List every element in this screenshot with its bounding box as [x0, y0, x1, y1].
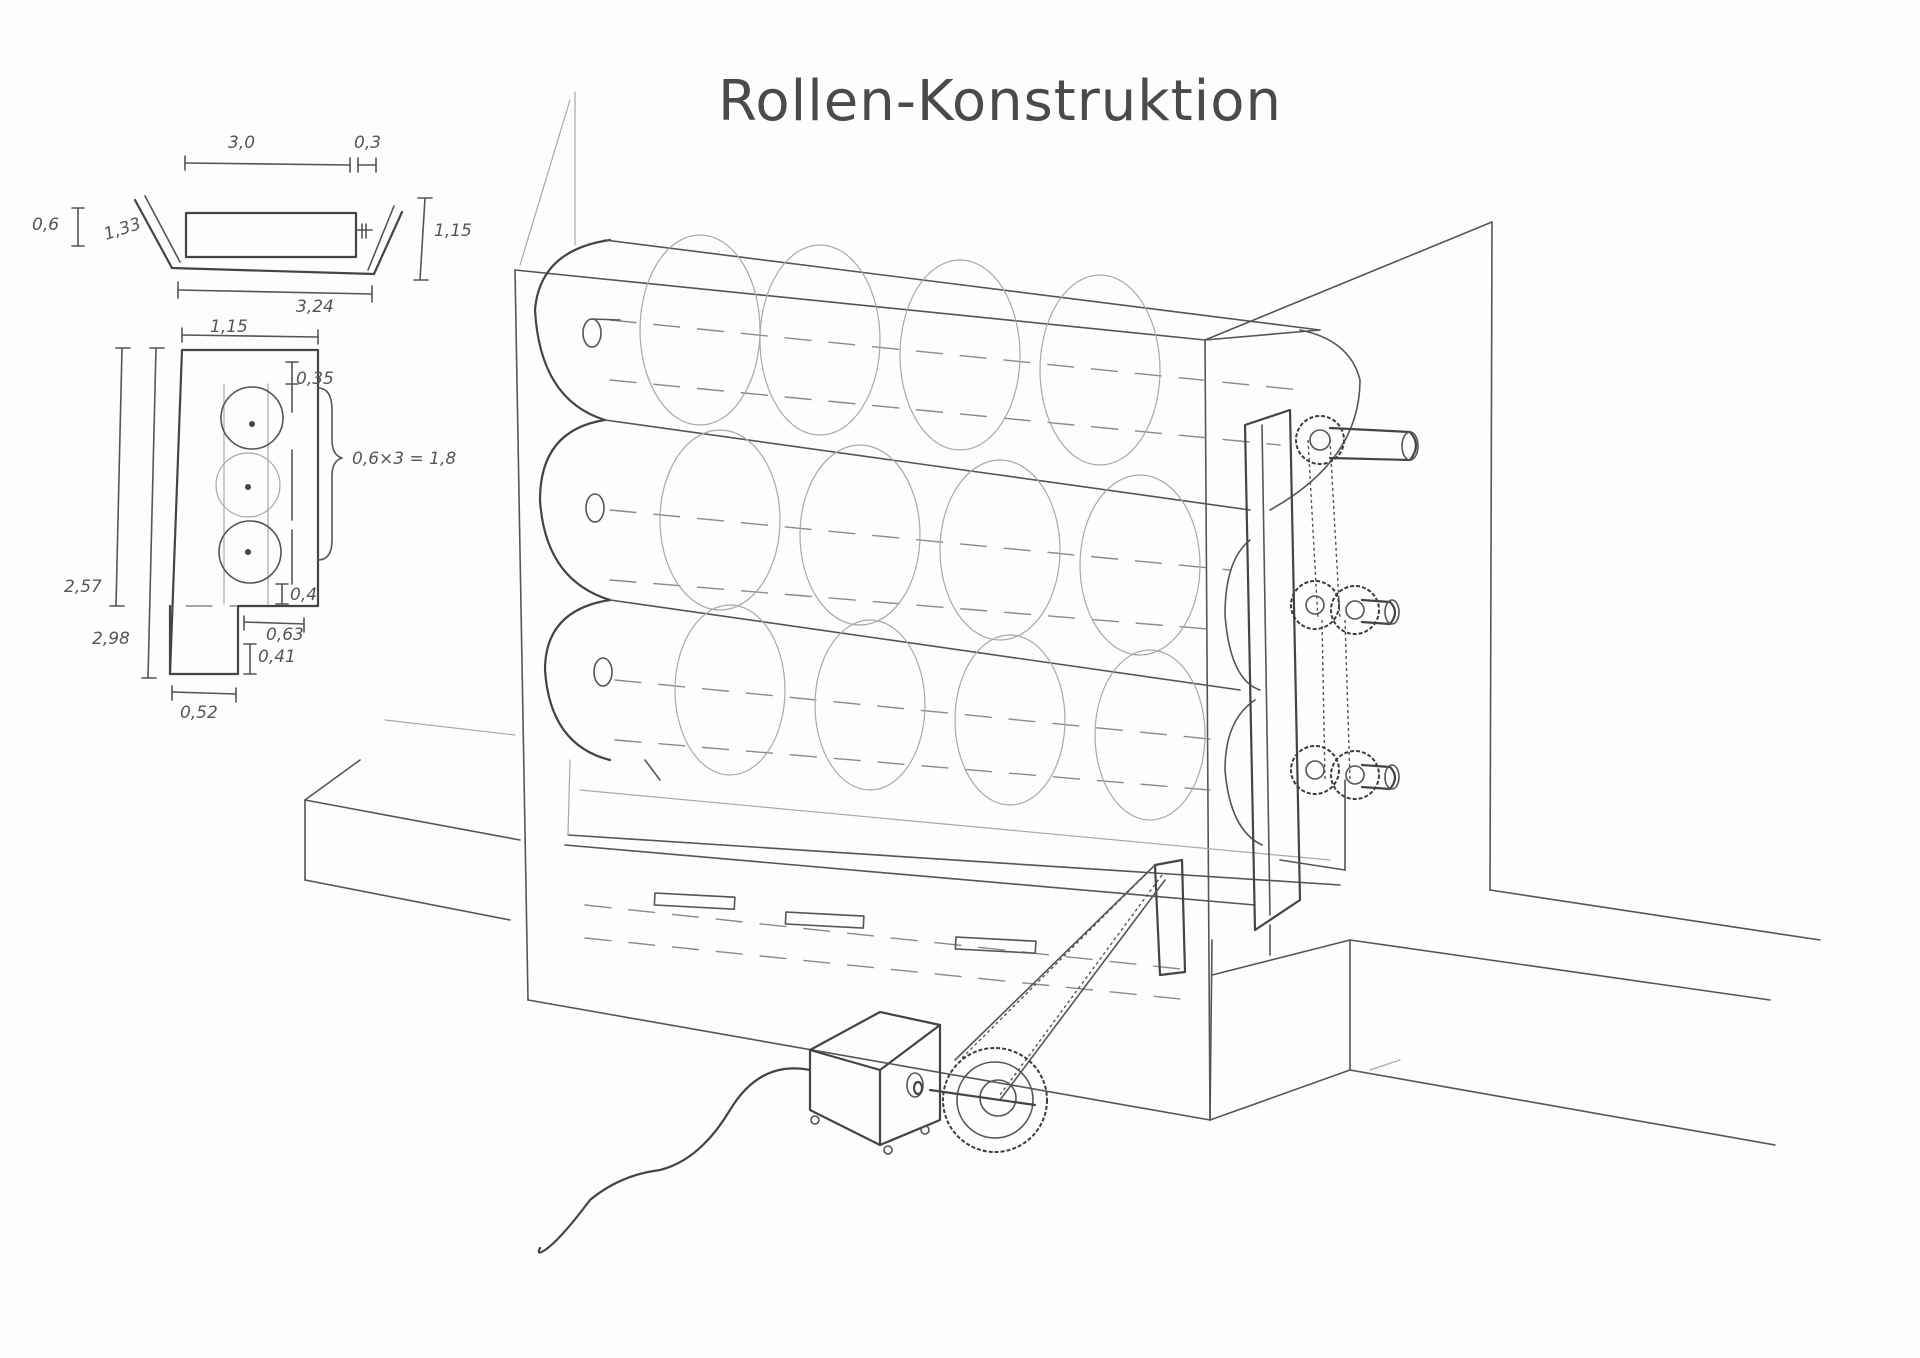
chain-upper — [1307, 439, 1351, 781]
dim-roll-stack: 0,6×3 = 1,8 — [352, 449, 456, 469]
dim-wall: 0,3 — [354, 133, 381, 153]
drive-sprocket — [928, 1047, 1048, 1153]
drive-chain — [954, 858, 1187, 1101]
dim-height-left: 0,6 — [32, 215, 59, 235]
top-view-sketch: 3,0 0,3 0,6 1,33 1,15 3,24 — [32, 133, 472, 317]
power-cable — [537, 1067, 812, 1254]
drawing-title: Rollen-Konstruktion — [718, 69, 1282, 134]
sprocket-bottom — [1290, 745, 1400, 800]
dim-width-outer: 3,24 — [296, 297, 334, 317]
dim-step-width: 0,63 — [266, 625, 304, 645]
dim-width-top: 1,15 — [210, 317, 248, 337]
dim-side-slant: 1,33 — [101, 214, 143, 245]
sprocket-top — [1295, 415, 1419, 465]
room-background — [304, 91, 1821, 1146]
roller-middle — [538, 418, 1261, 691]
dim-height-inner: 2,57 — [64, 577, 102, 597]
side-plate — [1243, 408, 1346, 932]
dim-foot-width: 0,52 — [180, 703, 218, 723]
sprocket-middle — [1290, 580, 1400, 635]
dim-top-margin: 0,35 — [296, 369, 334, 389]
side-view-sketch: 1,15 0,6×3 = 1,8 0,35 0,4 — [64, 317, 456, 723]
motor — [808, 1010, 942, 1155]
dim-height-right: 1,15 — [434, 221, 472, 241]
dim-width-inner: 3,0 — [228, 133, 255, 153]
roller-housing — [514, 269, 1351, 1121]
roller-top — [533, 234, 1361, 511]
roller-bottom — [543, 598, 1263, 846]
dim-height-total: 2,98 — [92, 629, 130, 649]
dim-step-height: 0,41 — [258, 647, 296, 667]
dim-bottom-margin: 0,4 — [290, 585, 317, 605]
